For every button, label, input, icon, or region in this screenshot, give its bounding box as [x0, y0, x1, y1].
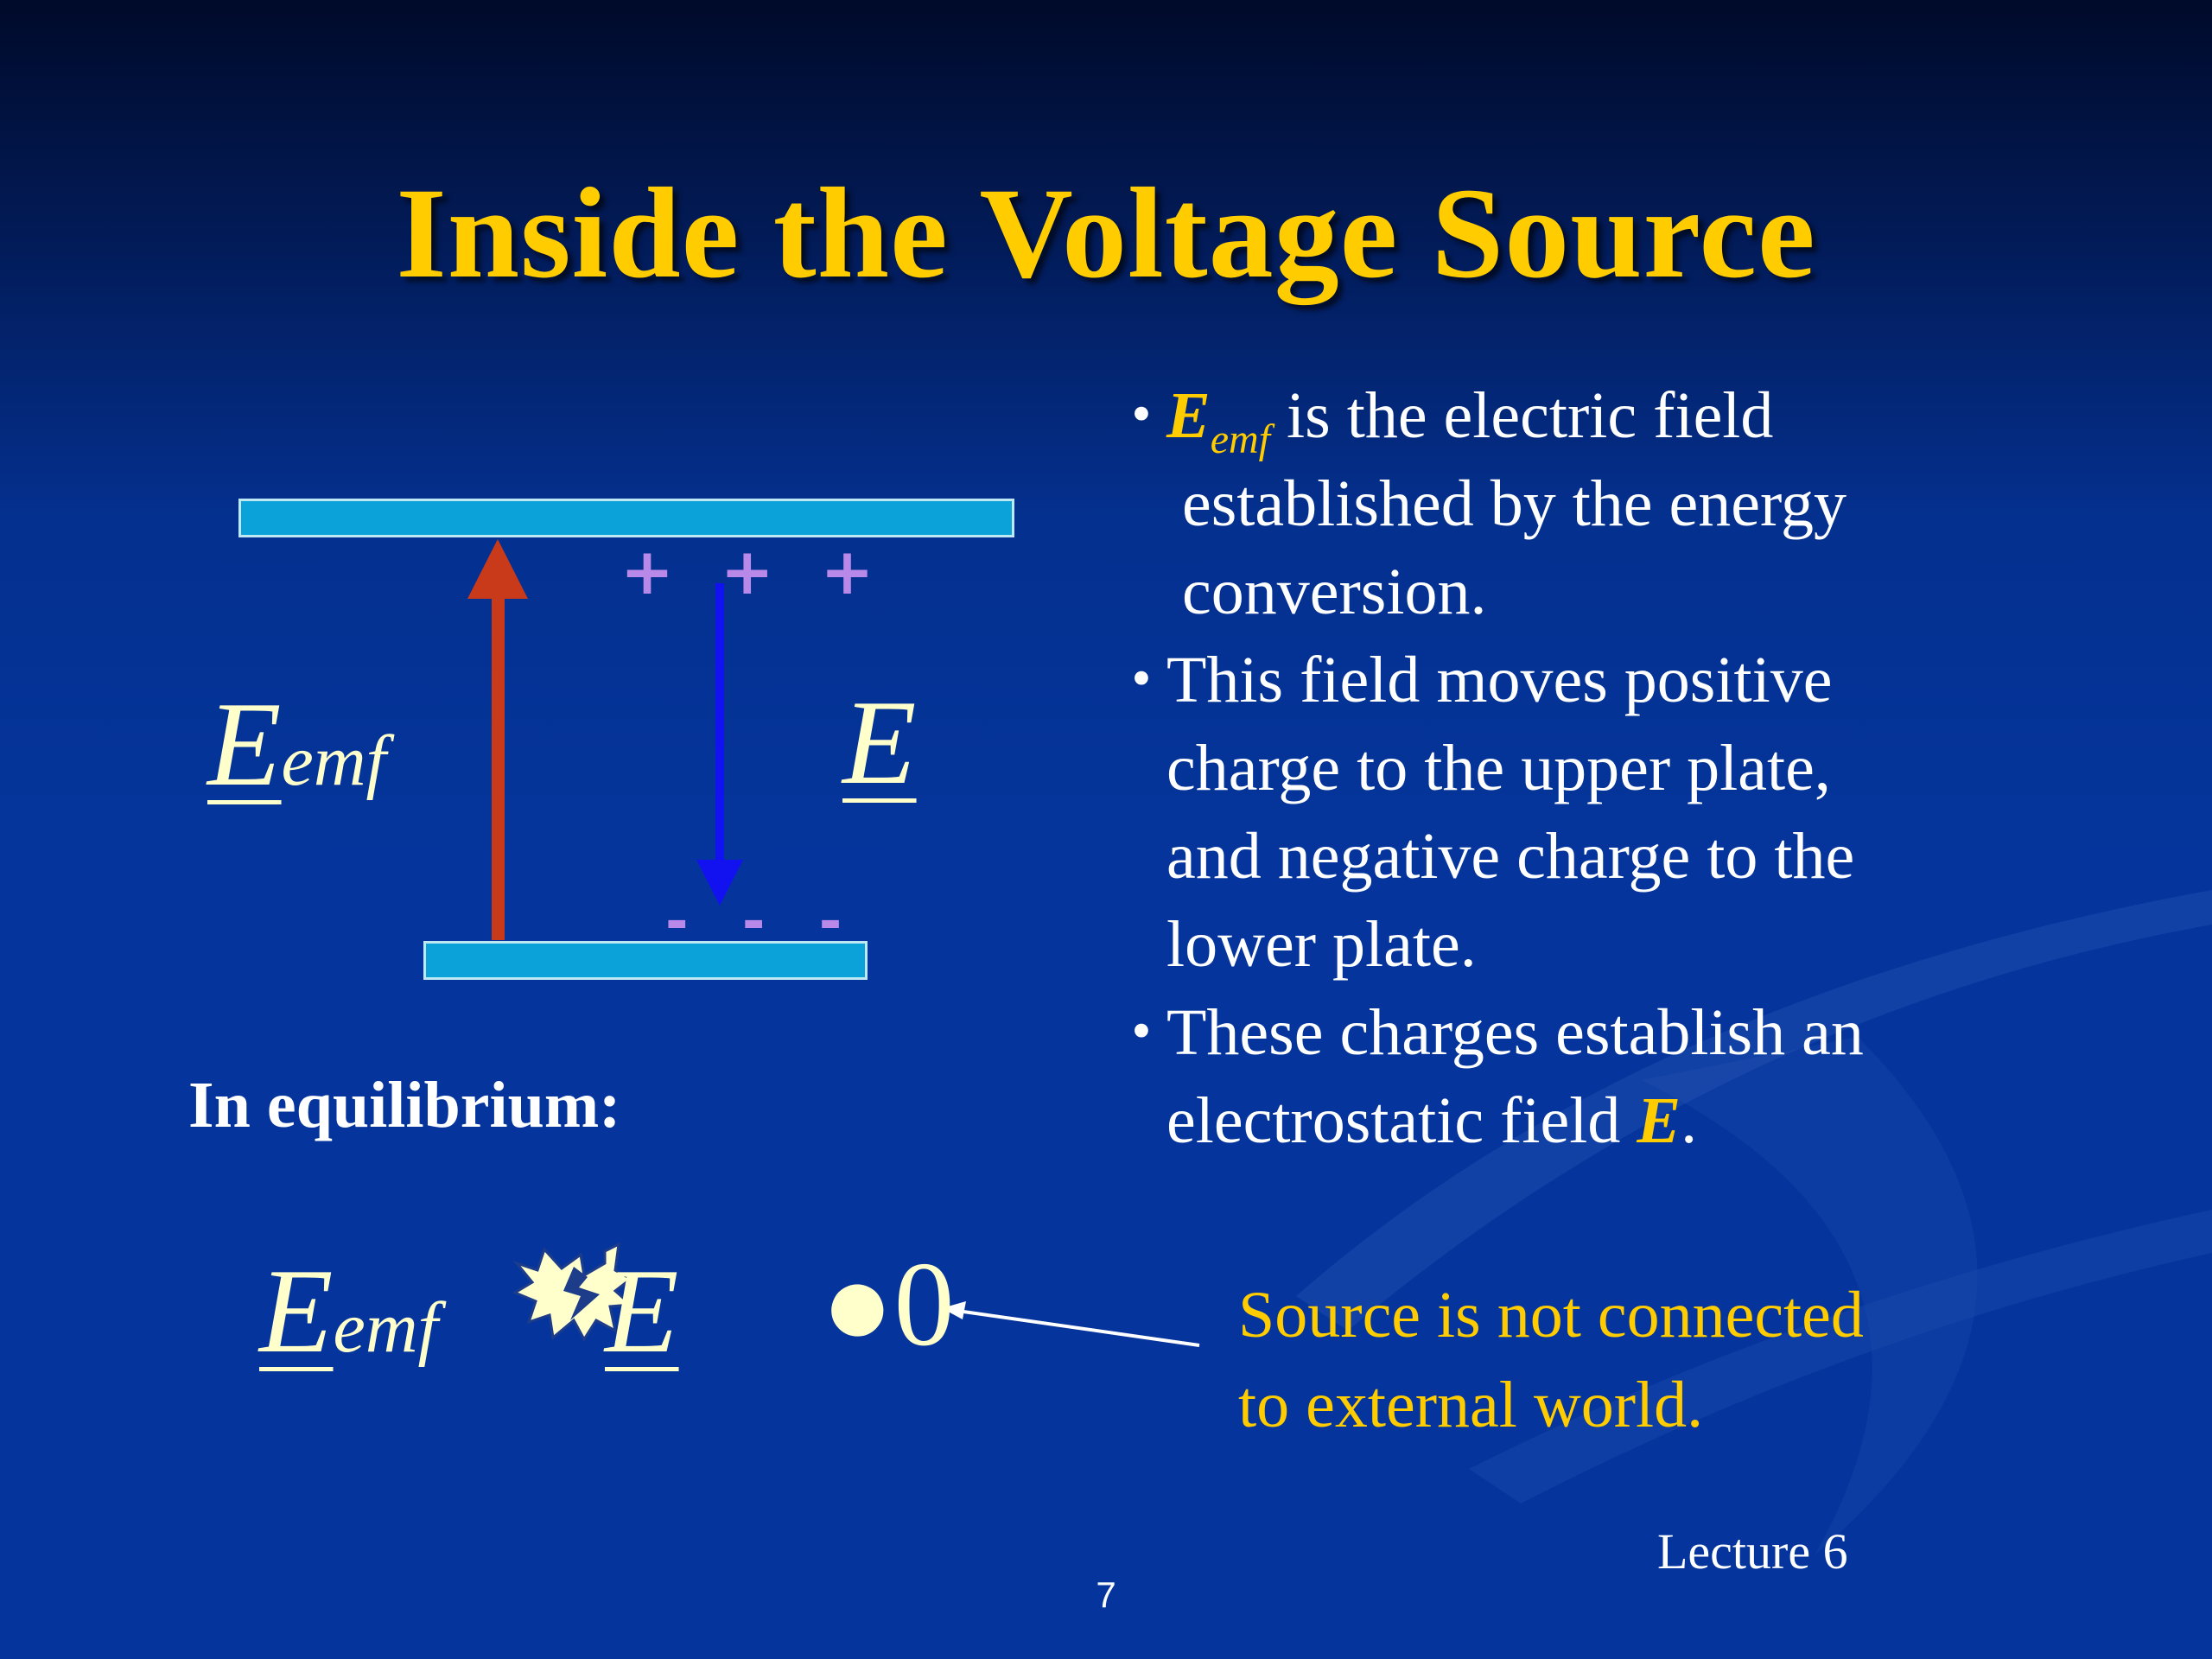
electric-field-arrow [696, 583, 743, 906]
emf-highlight: Eemf [1166, 379, 1270, 461]
burst-icon [512, 1242, 634, 1342]
bullet-dot: • [1128, 1005, 1155, 1059]
bullet-text: charge to the upper plate, [1166, 732, 1831, 804]
upper-plate [238, 499, 1014, 537]
bullet-text: established by the energy [1182, 467, 1847, 540]
emf-subscript: emf [281, 721, 386, 801]
bullet-item: • This field moves positive charge to th… [1128, 636, 1992, 988]
equation-field-term: E [605, 1251, 679, 1372]
bullet-text: . [1681, 1084, 1698, 1157]
bullet-list: • Eemf is the electric field established… [1128, 372, 1992, 1165]
footer-lecture: Lecture 6 [1657, 1523, 1848, 1580]
field-symbol: E [842, 676, 917, 810]
slide-number: 7 [1096, 1574, 1116, 1615]
source-note: Source is not connected to external worl… [1238, 1270, 2016, 1450]
source-note-line: to external world. [1238, 1369, 1704, 1441]
emf-field-label: Eemf [207, 684, 386, 805]
equation-field-symbol: E [605, 1244, 679, 1378]
bullet-text: and negative charge to the [1166, 820, 1855, 893]
equilibrium-label: In equilibrium: [188, 1069, 621, 1141]
negative-charges: - - - [665, 890, 860, 954]
bullet-item: • These charges establish an electrostat… [1128, 988, 1992, 1165]
emf-arrow [467, 539, 528, 940]
bullet-text: conversion. [1182, 556, 1487, 628]
equation-emf-symbol: E [259, 1244, 334, 1378]
equation-emf-term: Eemf [259, 1251, 438, 1372]
field-highlight: E [1637, 1084, 1681, 1157]
bullet-item: • Eemf is the electric field established… [1128, 372, 1992, 636]
source-note-line: Source is not connected [1238, 1279, 1864, 1351]
emf-highlight-subscript: emf [1210, 416, 1271, 462]
bullet-text: electrostatic field [1166, 1084, 1637, 1157]
equation-emf-subscript: emf [333, 1287, 438, 1368]
electrostatic-field-label: E [842, 683, 917, 804]
pointer-arrow [942, 1301, 1200, 1347]
lower-plate [423, 941, 868, 980]
bullet-text: is the electric field [1270, 379, 1774, 452]
emf-highlight-symbol: E [1166, 379, 1211, 452]
bullet-text: These charges establish an [1166, 996, 1864, 1069]
slide-title: Inside the Voltage Source [396, 162, 1816, 305]
emf-symbol: E [207, 677, 282, 811]
bullet-text: lower plate. [1166, 908, 1477, 981]
bullet-dot: • [1128, 652, 1155, 707]
positive-charges: + + + [620, 535, 887, 609]
bullet-dot: • [1128, 388, 1155, 442]
bullet-text: This field moves positive [1166, 644, 1833, 716]
equation-result: ●0 [821, 1237, 955, 1371]
